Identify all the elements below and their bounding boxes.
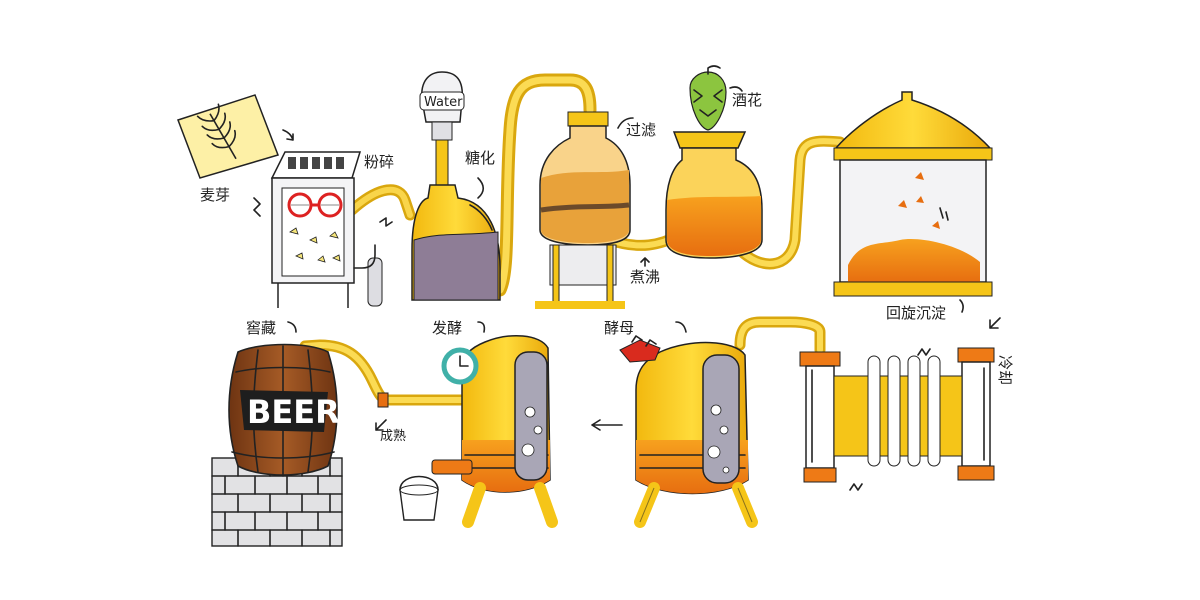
clock-gauge-icon [441,347,479,385]
whirlpool-tank: 回旋沉淀 [833,91,993,322]
label-whirlpool: 回旋沉淀 [886,304,946,322]
lauter-tun: 过滤 [535,111,656,309]
wheat-icon [196,103,237,160]
barrel-beer-text: BEER [247,393,340,431]
label-maturation: 成熟 [380,428,406,444]
heat-exchanger-cooler: 冷却 [799,317,1014,491]
label-hops: 酒花 [732,91,762,109]
mash-tun: 糖化 [411,149,501,301]
label-milling: 粉碎 [364,153,394,171]
label-storage: 窖藏 [246,319,276,337]
boil-kettle: 酒花 煮沸 [630,65,763,286]
fermenter-maturation: 发酵 成熟 [375,319,558,528]
label-cooling: 冷却 [996,355,1014,385]
label-boiling: 煮沸 [630,268,660,286]
label-water: Water [424,95,463,110]
label-malt: 麦芽 [200,186,230,204]
bucket-icon [399,475,439,521]
water-bottle: Water [419,71,465,186]
mill-machine: 粉碎 [253,151,394,308]
flow-arrow-left [591,419,623,431]
label-fermentation: 发酵 [432,319,462,337]
fermenter-yeast: 酵母 [604,319,758,528]
label-lautering: 过滤 [626,121,656,139]
label-yeast: 酵母 [604,319,634,337]
storage-barrel: BEER 窖藏 [211,319,343,547]
hop-cone-icon [689,65,727,131]
label-mashing: 糖化 [465,149,495,167]
malt-bag: 麦芽 [177,94,294,204]
